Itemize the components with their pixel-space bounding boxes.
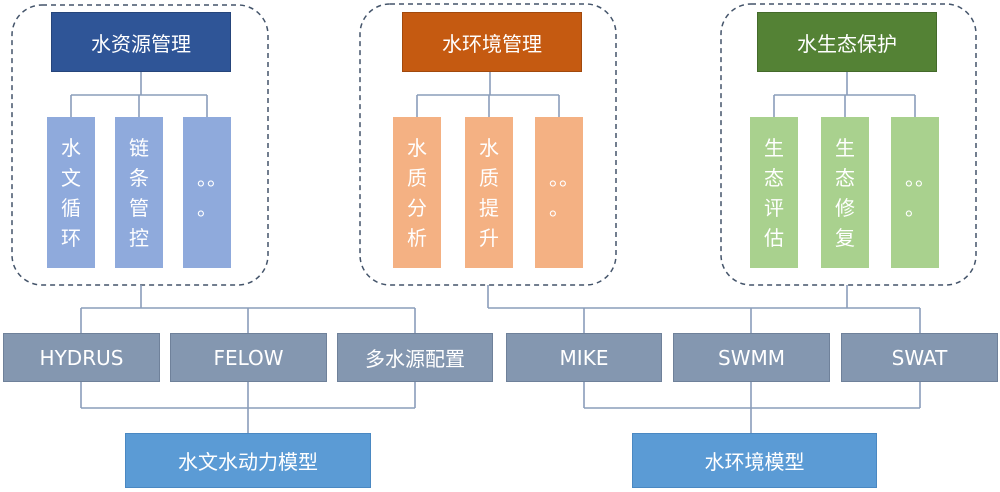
bar-label: 。。。 [197, 165, 217, 220]
connector-tools-to-env-model [583, 382, 921, 433]
bar-label: 生态评估 [764, 135, 784, 250]
tool-felow: FELOW [170, 333, 327, 382]
bar-label: 水质提升 [479, 135, 499, 250]
bar-ecological-restoration: 生态修复 [821, 117, 869, 268]
bar-label: 。。。 [549, 165, 569, 220]
tool-hydrus: HYDRUS [3, 333, 160, 382]
bar-label: 。。。 [905, 165, 925, 220]
connector-left-frame-to-tools [80, 285, 416, 333]
bar-label: 链条管控 [129, 135, 149, 250]
bar-chain-control: 链条管控 [115, 117, 163, 268]
tool-mike: MIKE [506, 333, 662, 382]
bar-hydrologic-cycle: 水文循环 [47, 117, 95, 268]
tool-swat: SWAT [841, 333, 998, 382]
group-frame-water-environment [359, 3, 617, 286]
bar-ecological-assessment: 生态评估 [750, 117, 798, 268]
bar-water-quality-improvement: 水质提升 [465, 117, 513, 268]
model-water-environment: 水环境模型 [632, 433, 877, 488]
group-frame-water-resources [11, 4, 269, 286]
group-title-water-ecology: 水生态保护 [757, 12, 937, 72]
connector-tools-to-hydro-model [80, 382, 416, 433]
bar-label: 生态修复 [835, 135, 855, 250]
connector-group-1-tree [70, 72, 208, 117]
tool-swmm: SWMM [673, 333, 830, 382]
connector-right-frames-to-tools [487, 285, 921, 333]
connector-group-2-tree [416, 72, 560, 117]
tool-multi-source-allocation: 多水源配置 [337, 333, 493, 382]
bar-label: 水质分析 [407, 135, 427, 250]
bar-more: 。。。 [535, 117, 583, 268]
group-frame-water-ecology [720, 3, 977, 286]
connector-group-3-tree [773, 72, 916, 117]
bar-label: 水文循环 [61, 135, 81, 250]
bar-more: 。。。 [183, 117, 231, 268]
bar-more: 。。。 [891, 117, 939, 268]
bar-water-quality-analysis: 水质分析 [393, 117, 441, 268]
model-hydro-dynamic: 水文水动力模型 [125, 433, 371, 488]
group-title-water-resources: 水资源管理 [51, 12, 231, 72]
group-title-water-environment: 水环境管理 [402, 12, 582, 72]
